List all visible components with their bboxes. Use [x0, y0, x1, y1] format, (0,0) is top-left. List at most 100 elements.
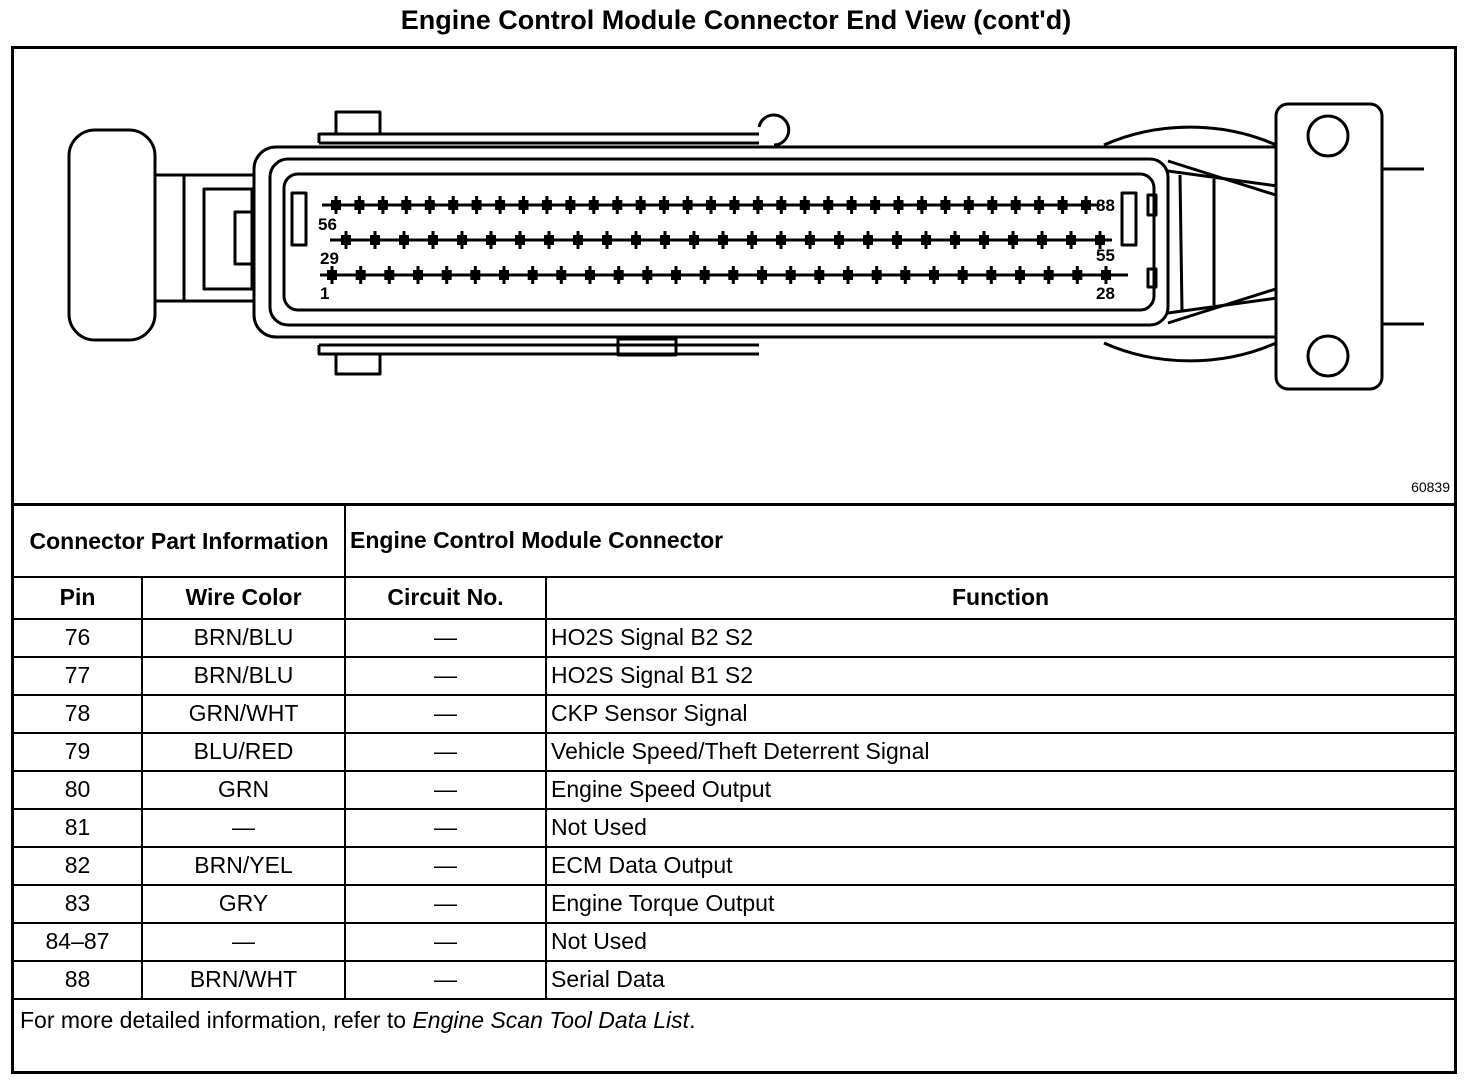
pin-terminal-top-tick	[615, 196, 619, 214]
pin-terminal-middle-tick	[518, 231, 522, 249]
figure-frame: 56 88 29 55 1 28 60839 Connector Part In…	[11, 46, 1457, 1074]
circuit-cell: —	[344, 769, 548, 810]
pin-cell: 79	[14, 731, 143, 772]
pin-terminal-middle-tick	[953, 231, 957, 249]
pin-terminal-middle-tick	[663, 231, 667, 249]
col-header-pin: Pin	[14, 575, 143, 620]
table-row: 78 GRN/WHT — CKP Sensor Signal	[14, 693, 1455, 734]
col-header-circuit-no: Circuit No.	[344, 575, 548, 620]
pin-terminal-bottom-tick	[617, 266, 621, 284]
pin-terminal-bottom-tick	[330, 266, 334, 284]
connector-drawing: 56 88 29 55 1 28	[67, 102, 1424, 391]
pin-terminal-top-tick	[451, 196, 455, 214]
pin-cell: 88	[14, 959, 143, 1000]
pin-terminal-bottom-tick	[903, 266, 907, 284]
pin-terminal-middle-tick	[634, 231, 638, 249]
pin-terminal-bottom-tick	[875, 266, 879, 284]
mount-hole-bottom	[1306, 334, 1350, 378]
pin-terminal-bottom-tick	[645, 266, 649, 284]
left-bracket	[155, 173, 254, 303]
pin-terminal-top-tick	[428, 196, 432, 214]
wire-color-cell: GRY	[140, 883, 347, 924]
pin-terminal-bottom-tick	[531, 266, 535, 284]
pin-terminal-bottom-tick	[387, 266, 391, 284]
circuit-cell: —	[344, 883, 548, 924]
mounting-flange	[1274, 102, 1384, 391]
pin-terminal-middle-tick	[576, 231, 580, 249]
pin-terminal-top-tick	[662, 196, 666, 214]
mount-hole-top	[1306, 114, 1350, 158]
wire-color-cell: GRN	[140, 769, 347, 810]
connector-name: Engine Control Module Connector	[344, 503, 1455, 578]
pin-terminal-middle-tick	[721, 231, 725, 249]
function-cell: CKP Sensor Signal	[545, 693, 1455, 734]
table-row: 88 BRN/WHT — Serial Data	[14, 959, 1455, 1000]
pin-terminal-middle-tick	[344, 231, 348, 249]
part-info-label: Connector Part Information	[14, 503, 347, 578]
circuit-cell: —	[344, 655, 548, 696]
table-row: 82 BRN/YEL — ECM Data Output	[14, 845, 1455, 886]
bottom-rail	[317, 343, 759, 356]
table-row: 83 GRY — Engine Torque Output	[14, 883, 1455, 924]
function-cell: HO2S Signal B1 S2	[545, 655, 1455, 696]
pin-terminal-bottom-tick	[588, 266, 592, 284]
pin-cell: 83	[14, 883, 143, 924]
pin-cell: 84–87	[14, 921, 143, 962]
reference-note: For more detailed information, refer to …	[14, 997, 1455, 1041]
circuit-cell: —	[344, 807, 548, 848]
pin-label-1: 1	[320, 284, 329, 303]
figure-id: 60839	[1411, 479, 1450, 495]
pin-terminal-middle-tick	[750, 231, 754, 249]
pin-terminal-middle-tick	[1011, 231, 1015, 249]
pin-terminal-top-tick	[475, 196, 479, 214]
pin-terminals	[327, 196, 1111, 284]
wire-color-cell: BRN/BLU	[140, 617, 347, 658]
pin-terminal-top-tick	[357, 196, 361, 214]
pin-terminal-top-tick	[897, 196, 900, 214]
pin-label-29: 29	[320, 249, 339, 268]
pin-terminal-middle-tick	[460, 231, 464, 249]
pin-terminal-top-tick	[943, 196, 947, 214]
wire-color-cell: —	[140, 921, 347, 962]
pin-terminal-top-tick	[756, 196, 760, 214]
pin-terminal-middle-tick	[1069, 231, 1073, 249]
pin-terminal-top-tick	[522, 196, 525, 214]
pin-terminal-middle-tick	[373, 231, 377, 249]
pin-terminal-top-tick	[1037, 196, 1041, 214]
pin-terminal-bottom-tick	[789, 266, 793, 284]
round-boss	[1103, 125, 1277, 363]
pin-terminal-top-tick	[686, 196, 690, 214]
pin-terminal-top-tick	[1014, 196, 1018, 214]
pin-terminal-bottom-tick	[416, 266, 420, 284]
function-cell: Engine Speed Output	[545, 769, 1455, 810]
table-row: 84–87 — — Not Used	[14, 921, 1455, 962]
connector-end-view-diagram: 56 88 29 55 1 28 60839	[14, 49, 1454, 503]
function-cell: Not Used	[545, 807, 1455, 848]
pin-terminal-bottom-tick	[502, 266, 506, 284]
pin-terminal-top-tick	[826, 196, 830, 214]
pin-terminal-bottom-tick	[674, 266, 678, 284]
top-rail	[317, 113, 791, 147]
pin-terminal-bottom-tick	[703, 266, 707, 284]
wire-color-cell: —	[140, 807, 347, 848]
pin-terminal-bottom-tick	[1075, 266, 1079, 284]
pin-terminal-top-tick	[592, 196, 596, 214]
pin-terminal-middle-tick	[431, 231, 435, 249]
pin-terminal-top-tick	[967, 196, 971, 214]
table-header-top: Connector Part Information Engine Contro…	[14, 503, 1455, 578]
pin-terminal-middle-tick	[924, 231, 928, 249]
note-suffix: .	[689, 1006, 696, 1033]
pin-terminal-top-tick	[920, 196, 924, 214]
circuit-cell: —	[344, 845, 548, 886]
pin-terminal-top-tick	[990, 196, 994, 214]
pin-terminal-top-tick	[850, 196, 854, 214]
pin-label-28: 28	[1096, 284, 1115, 303]
pin-terminal-middle-tick	[402, 231, 406, 249]
pin-terminal-middle-tick	[1040, 231, 1044, 249]
pin-terminal-top-tick	[709, 196, 713, 214]
pin-cell: 81	[14, 807, 143, 848]
pin-cell: 78	[14, 693, 143, 734]
wire-color-cell: BRN/BLU	[140, 655, 347, 696]
col-header-function: Function	[545, 575, 1455, 620]
pin-terminal-middle-tick	[837, 231, 841, 249]
